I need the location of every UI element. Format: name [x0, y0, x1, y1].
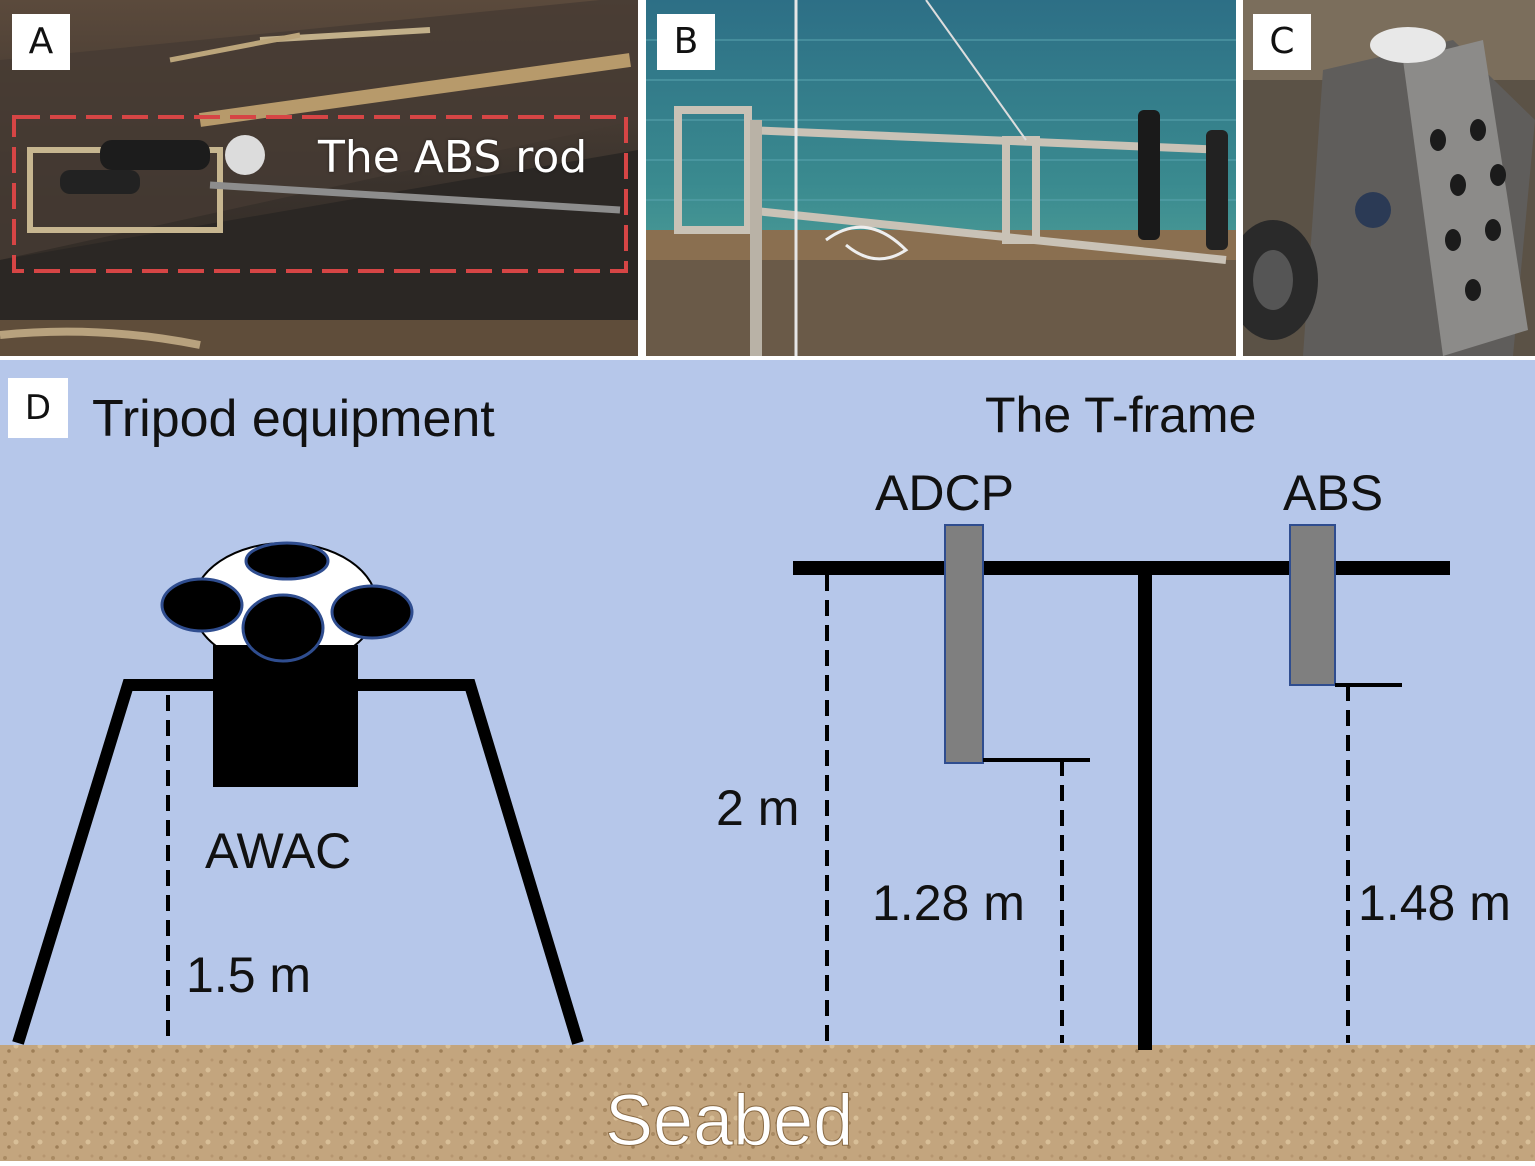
abs-height-label: 1.48 m — [1358, 875, 1511, 931]
abs-label: ABS — [1283, 465, 1383, 521]
adcp-height-label: 1.28 m — [872, 875, 1025, 931]
panel-label-c: C — [1253, 14, 1311, 70]
tframe-height-label: 2 m — [716, 780, 799, 836]
awac-label: AWAC — [205, 823, 351, 879]
abs-instrument — [1289, 524, 1336, 686]
photo-deployment — [646, 0, 1236, 356]
tframe-title: The T-frame — [985, 387, 1256, 443]
tripod-height-label: 1.5 m — [186, 947, 311, 1003]
adcp-instrument — [944, 524, 984, 764]
awac-instrument — [160, 541, 414, 787]
tripod-title: Tripod equipment — [92, 390, 495, 448]
abs-rod-label: The ABS rod — [318, 132, 588, 183]
panel-label-b: B — [657, 14, 715, 70]
panel-label-a: A — [12, 14, 70, 70]
adcp-label: ADCP — [875, 465, 1014, 521]
instrument-diagram: Tripod equipment The T-frame AWAC ADCP A… — [0, 360, 1535, 1162]
seabed-label: Seabed — [605, 1081, 853, 1161]
panel-label-d: D — [8, 378, 68, 438]
photo-abs-rod — [0, 0, 638, 356]
seabed-area — [0, 1045, 1535, 1161]
